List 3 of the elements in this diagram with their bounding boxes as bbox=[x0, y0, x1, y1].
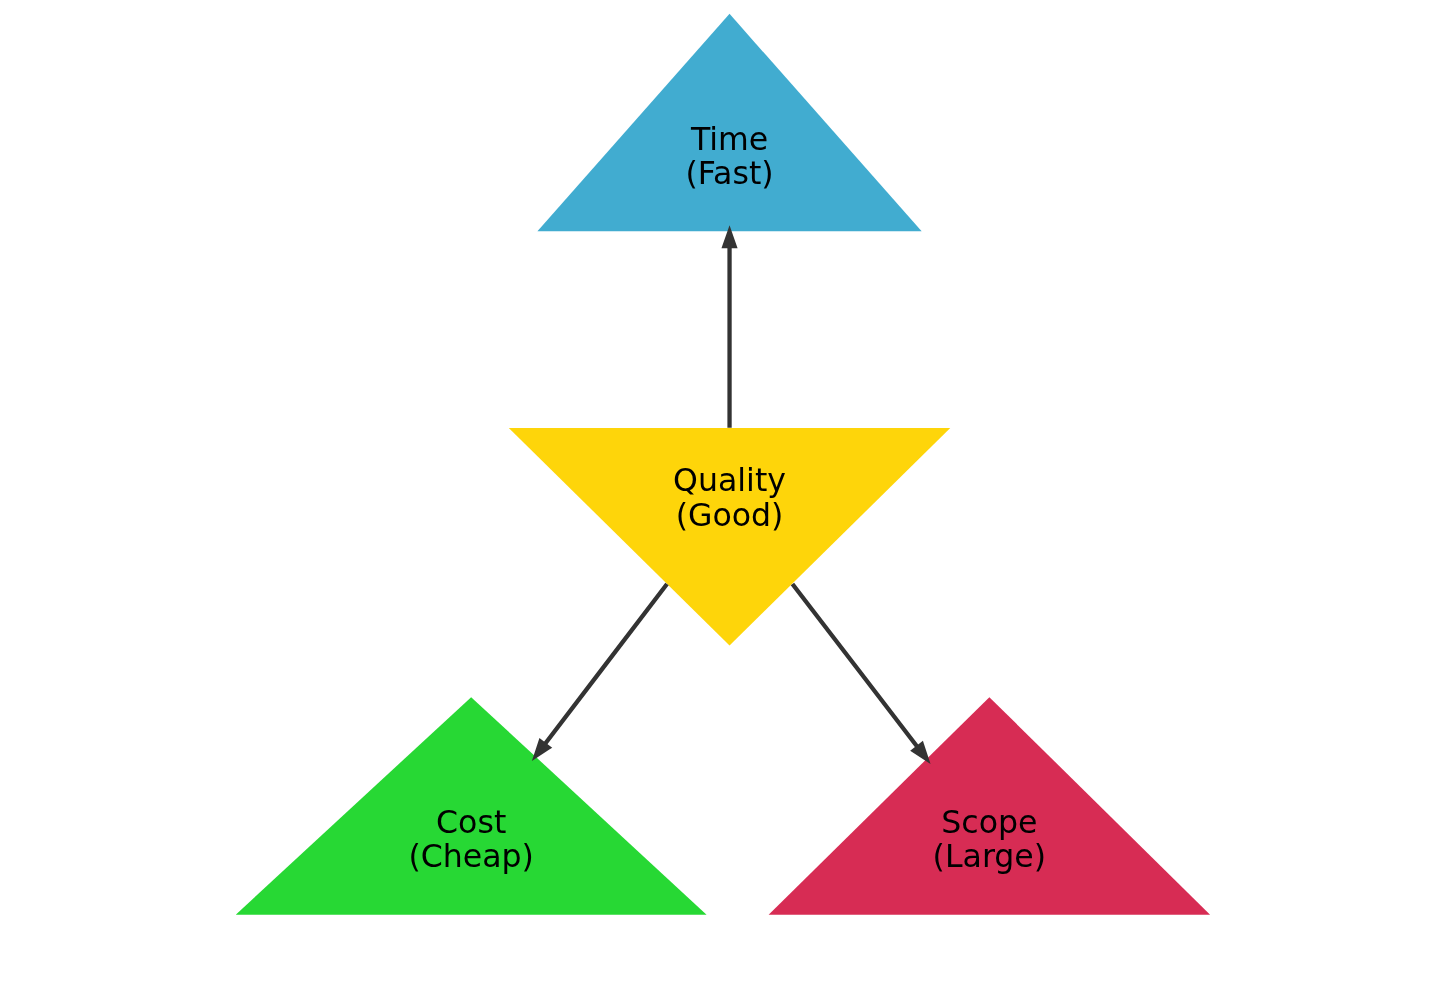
arrow bbox=[531, 582, 669, 762]
arrow bbox=[790, 582, 931, 765]
arrow bbox=[721, 225, 738, 428]
